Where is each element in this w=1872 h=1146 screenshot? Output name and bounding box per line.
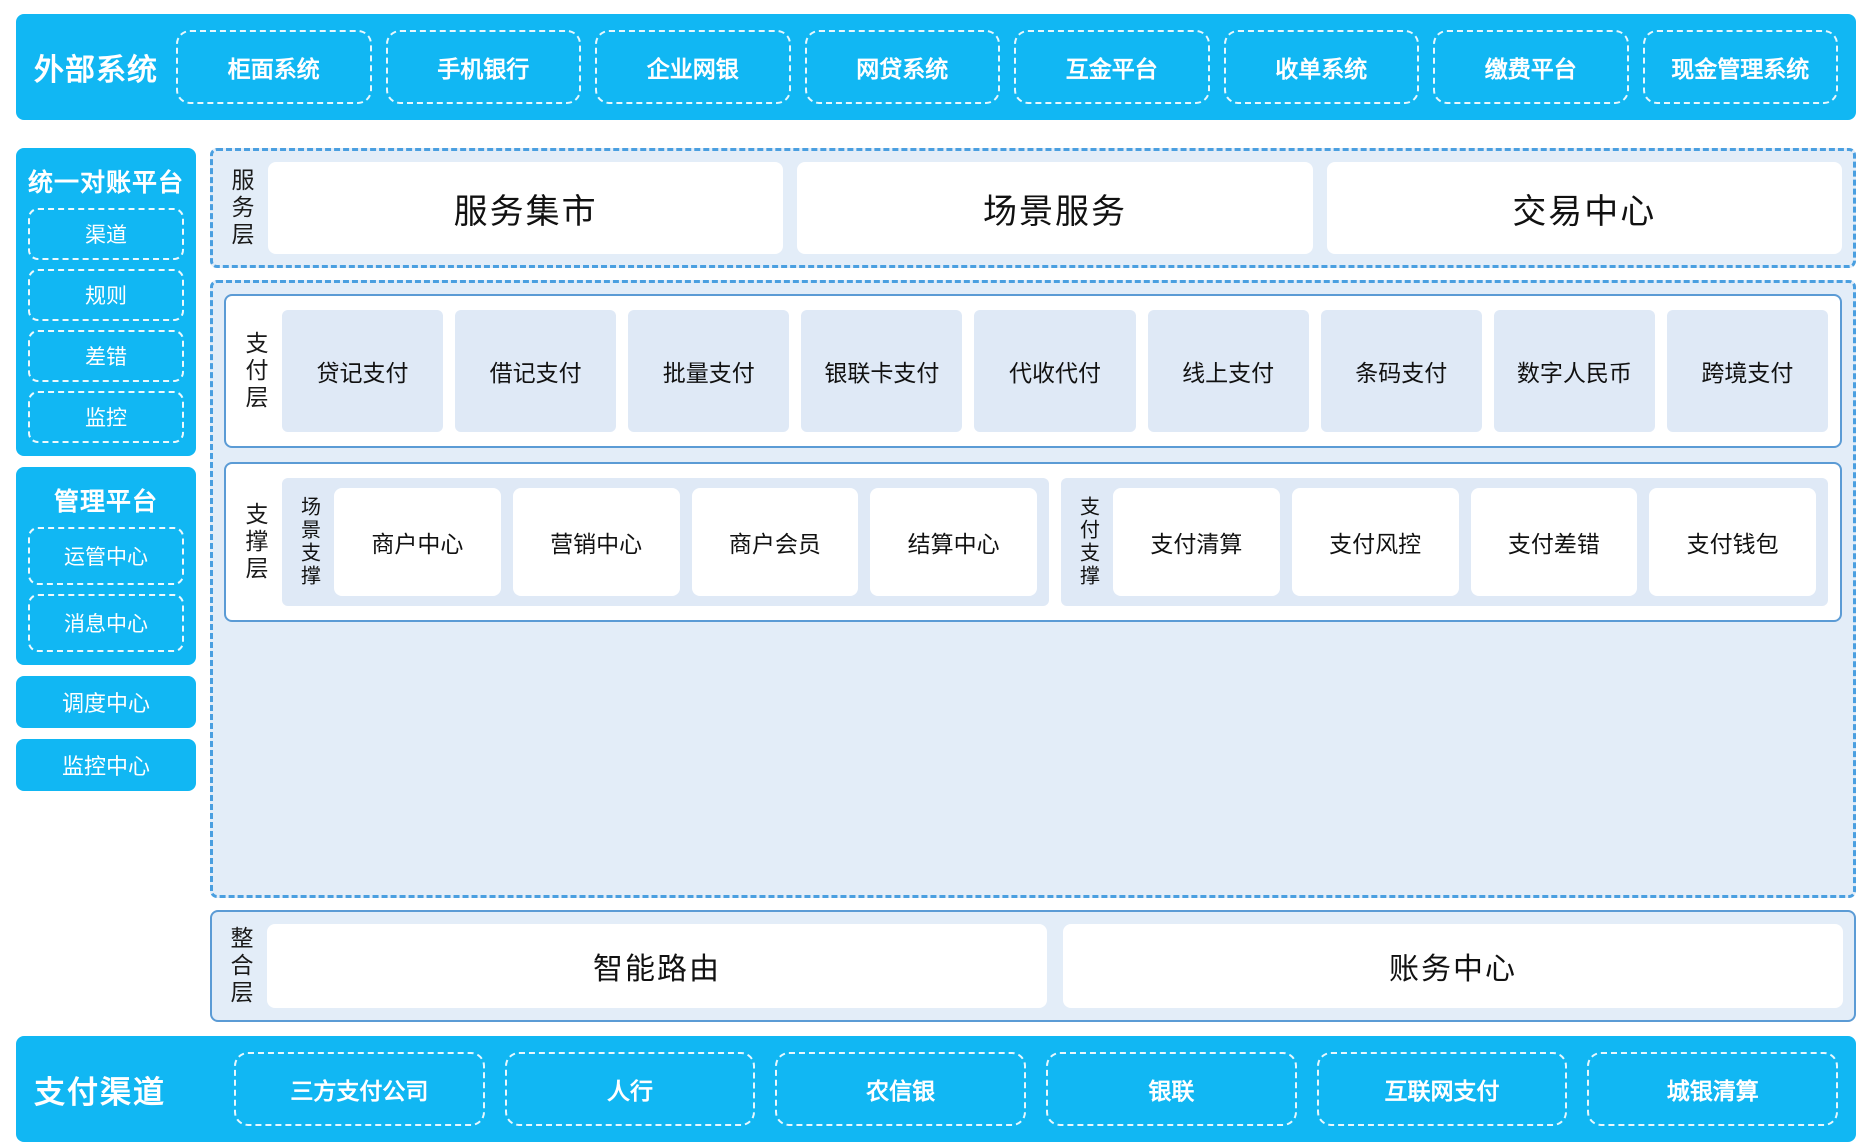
payment-card-debit[interactable]: 借记支付 xyxy=(455,310,617,432)
external-systems-list: 柜面系统 手机银行 企业网银 网贷系统 互金平台 收单系统 缴费平台 现金管理系… xyxy=(176,14,1838,120)
channel-item-internet-payment[interactable]: 互联网支付 xyxy=(1316,1052,1568,1126)
payment-card-online[interactable]: 线上支付 xyxy=(1147,310,1309,432)
service-layer: 服务层 服务集市 场景服务 交易中心 xyxy=(210,148,1856,268)
support-card-payment-error[interactable]: 支付差错 xyxy=(1470,488,1638,596)
reconciliation-platform-panel: 统一对账平台 渠道 规则 差错 监控 xyxy=(16,148,196,456)
recon-item-channel[interactable]: 渠道 xyxy=(28,208,184,260)
middle-region: 统一对账平台 渠道 规则 差错 监控 管理平台 运管中心 消息中心 调度中心 监… xyxy=(16,148,1856,1022)
payment-channels-list: 三方支付公司 人行 农信银 银联 互联网支付 城银清算 xyxy=(234,1036,1839,1142)
support-card-merchant-member[interactable]: 商户会员 xyxy=(691,488,859,596)
service-card-scenario[interactable]: 场景服务 xyxy=(797,162,1313,254)
monitoring-center-card[interactable]: 监控中心 xyxy=(16,739,196,791)
layers-column: 服务层 服务集市 场景服务 交易中心 支付层 贷记支付 xyxy=(210,148,1856,1022)
service-layer-label: 服务层 xyxy=(228,167,254,249)
payment-card-credit[interactable]: 贷记支付 xyxy=(282,310,444,432)
external-system-item[interactable]: 互金平台 xyxy=(1014,30,1210,104)
payment-card-digital-rmb[interactable]: 数字人民币 xyxy=(1493,310,1655,432)
scenario-support-label: 场景支撑 xyxy=(297,496,320,588)
external-system-item[interactable]: 手机银行 xyxy=(385,30,581,104)
payment-card-collection-payment[interactable]: 代收代付 xyxy=(974,310,1136,432)
core-layers-wrapper: 支付层 贷记支付 借记支付 批量支付 银联卡支付 代收代付 线上支付 条码支付 … xyxy=(210,280,1856,898)
recon-item-monitor[interactable]: 监控 xyxy=(28,391,184,443)
mgmt-item-operations-center[interactable]: 运管中心 xyxy=(28,527,184,585)
payment-card-barcode[interactable]: 条码支付 xyxy=(1320,310,1482,432)
payment-card-batch[interactable]: 批量支付 xyxy=(628,310,790,432)
integration-layer: 整合层 智能路由 账务中心 xyxy=(210,910,1856,1022)
service-card-marketplace[interactable]: 服务集市 xyxy=(268,162,784,254)
channel-item-unionpay[interactable]: 银联 xyxy=(1046,1052,1297,1126)
support-card-payment-clearing[interactable]: 支付清算 xyxy=(1113,488,1280,596)
external-systems-band: 外部系统 柜面系统 手机银行 企业网银 网贷系统 互金平台 收单系统 缴费平台 … xyxy=(16,14,1856,120)
management-platform-panel: 管理平台 运管中心 消息中心 xyxy=(16,467,196,665)
channel-item-third-party[interactable]: 三方支付公司 xyxy=(234,1052,485,1126)
external-system-item[interactable]: 收单系统 xyxy=(1223,30,1419,104)
support-layer-label: 支撑层 xyxy=(242,501,268,583)
payment-card-cross-border[interactable]: 跨境支付 xyxy=(1666,310,1828,432)
payment-channels-title: 支付渠道 xyxy=(34,1074,166,1110)
support-card-payment-wallet[interactable]: 支付钱包 xyxy=(1649,488,1816,596)
support-card-marketing-center[interactable]: 营销中心 xyxy=(512,488,680,596)
external-system-item[interactable]: 企业网银 xyxy=(595,30,791,104)
recon-item-rule[interactable]: 规则 xyxy=(28,269,184,321)
service-card-transaction-center[interactable]: 交易中心 xyxy=(1326,162,1842,254)
payment-support-group: 支付支撑 支付清算 支付风控 支付差错 支付钱包 xyxy=(1061,478,1828,606)
payment-layer: 支付层 贷记支付 借记支付 批量支付 银联卡支付 代收代付 线上支付 条码支付 … xyxy=(224,294,1842,448)
external-system-item[interactable]: 柜面系统 xyxy=(176,30,372,104)
integration-card-smart-routing[interactable]: 智能路由 xyxy=(267,924,1047,1008)
left-sidebar: 统一对账平台 渠道 规则 差错 监控 管理平台 运管中心 消息中心 调度中心 监… xyxy=(16,148,196,1022)
scheduling-center-card[interactable]: 调度中心 xyxy=(16,676,196,728)
support-layer: 支撑层 场景支撑 商户中心 营销中心 商户会员 结算中心 xyxy=(224,462,1842,622)
support-card-settlement-center[interactable]: 结算中心 xyxy=(870,488,1037,596)
payment-support-label: 支付支撑 xyxy=(1076,496,1099,588)
channel-item-rcc[interactable]: 农信银 xyxy=(775,1052,1027,1126)
payment-card-unionpay[interactable]: 银联卡支付 xyxy=(801,310,963,432)
payment-layer-label: 支付层 xyxy=(242,330,268,412)
scenario-support-group: 场景支撑 商户中心 营销中心 商户会员 结算中心 xyxy=(282,478,1049,606)
payment-channels-band: 支付渠道 三方支付公司 人行 农信银 银联 互联网支付 城银清算 xyxy=(16,1036,1856,1142)
recon-item-error[interactable]: 差错 xyxy=(28,330,184,382)
reconciliation-platform-title: 统一对账平台 xyxy=(28,169,185,197)
external-system-item[interactable]: 现金管理系统 xyxy=(1642,30,1838,104)
integration-layer-label: 整合层 xyxy=(227,925,253,1007)
external-system-item[interactable]: 缴费平台 xyxy=(1433,30,1629,104)
mgmt-item-message-center[interactable]: 消息中心 xyxy=(28,594,184,652)
management-platform-title: 管理平台 xyxy=(53,488,158,516)
support-card-merchant-center[interactable]: 商户中心 xyxy=(334,488,501,596)
channel-item-pboc[interactable]: 人行 xyxy=(504,1052,756,1126)
support-card-payment-risk[interactable]: 支付风控 xyxy=(1291,488,1459,596)
external-systems-title: 外部系统 xyxy=(34,54,158,87)
channel-item-city-bank-clearing[interactable]: 城银清算 xyxy=(1587,1052,1839,1126)
integration-card-accounting-center[interactable]: 账务中心 xyxy=(1063,924,1843,1008)
external-system-item[interactable]: 网贷系统 xyxy=(804,30,1000,104)
